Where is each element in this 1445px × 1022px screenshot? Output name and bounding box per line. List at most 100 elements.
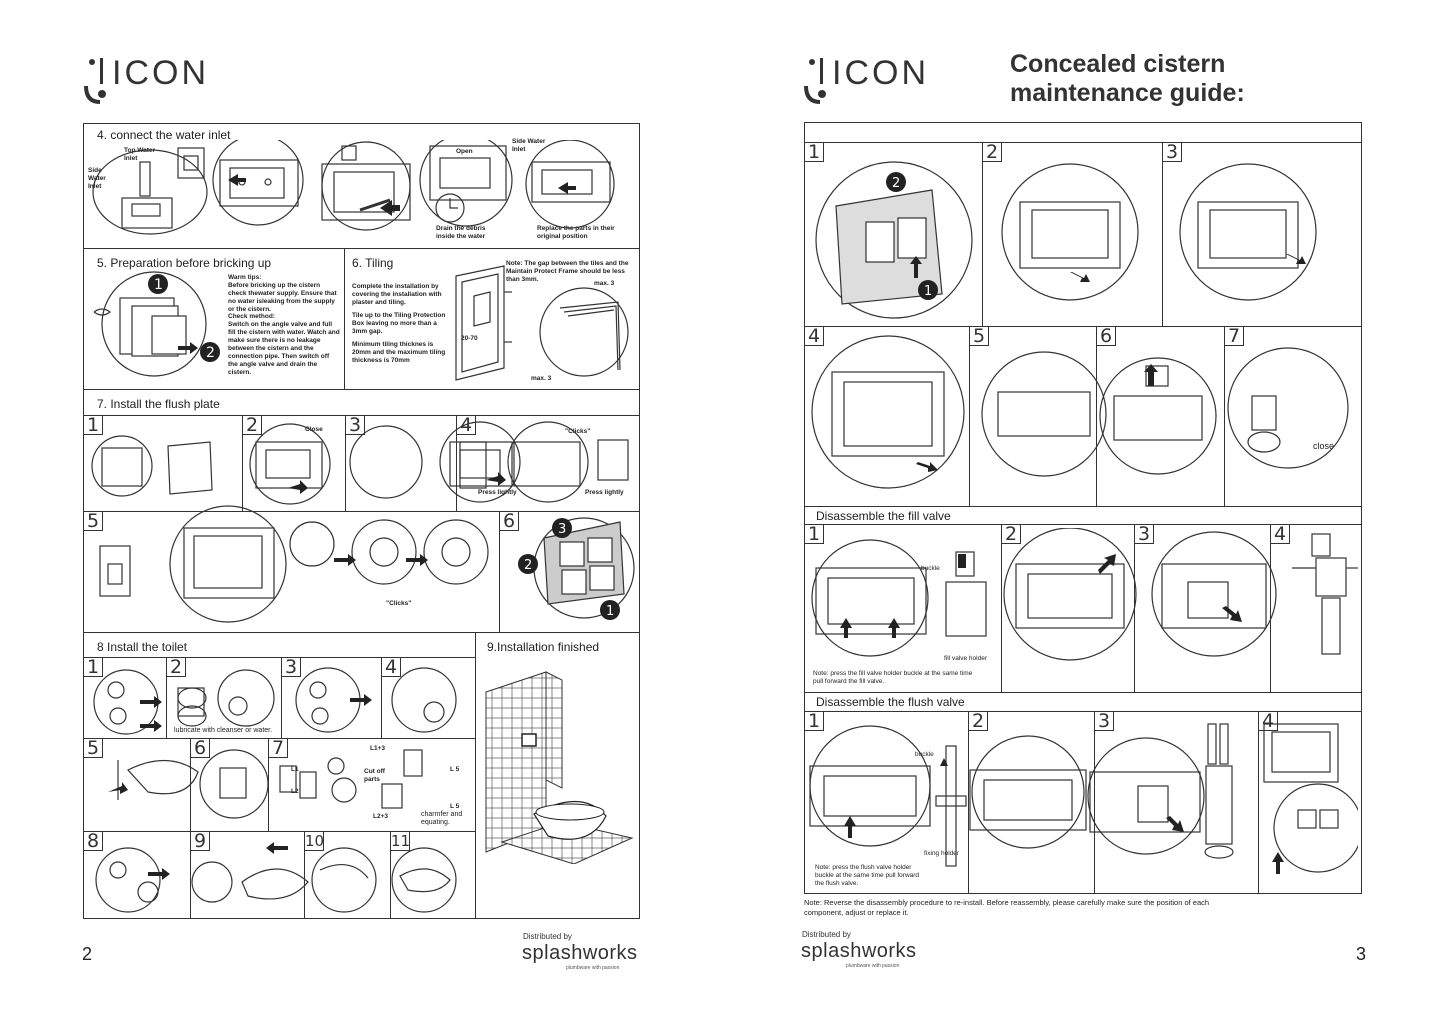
divider <box>83 389 640 390</box>
step-7-5-badge: 5 <box>83 511 103 531</box>
splashworks-tagline-left: plumbware with passion <box>566 965 620 971</box>
page-title-line-2: maintenance guide: <box>1010 79 1245 107</box>
divider <box>190 831 191 919</box>
svg-text:1: 1 <box>154 277 163 293</box>
svg-text:2: 2 <box>206 345 215 361</box>
divider <box>1224 326 1225 506</box>
icon-logo: ICON <box>82 50 242 110</box>
cut-off-label: Cut off parts <box>364 768 385 783</box>
tiling-range-label: 20-70 <box>461 335 478 342</box>
divider <box>804 506 1362 507</box>
splashworks-logo-right: splashworks <box>801 940 917 962</box>
warm-tips-label: Warm tips: <box>228 274 262 281</box>
divider <box>345 415 346 511</box>
divider <box>344 248 345 389</box>
maint-step-4-badge: 4 <box>804 326 824 346</box>
maint-step-3-badge: 3 <box>1162 142 1182 162</box>
divider <box>1258 711 1259 894</box>
fill-valve-title: Disassemble the fill valve <box>816 509 951 523</box>
flush-step-2-badge: 2 <box>968 711 988 731</box>
divider <box>499 511 500 632</box>
fixing-holder-label: fixing holder <box>924 850 960 857</box>
divider <box>475 632 476 919</box>
divider <box>982 142 983 326</box>
step-8-4-badge: 4 <box>381 657 401 677</box>
flush-step-1-badge: 1 <box>804 711 824 731</box>
l2-3-label: L2+3 <box>373 813 388 820</box>
tiling-note: Note: The gap between the tiles and the … <box>506 260 629 283</box>
step-8-9-badge: 9 <box>190 831 210 851</box>
toilet-install-illustrations <box>93 667 457 913</box>
divider <box>804 692 1362 693</box>
close-label: Close <box>305 426 323 433</box>
press-lightly-left-label: Press lightly <box>478 489 517 496</box>
divider <box>1270 524 1271 692</box>
section-4-title: 4. connect the water inlet <box>97 128 231 142</box>
l5-label-bottom: L 5 <box>450 803 460 810</box>
step-8-1-badge: 1 <box>83 657 103 677</box>
page-title: Concealed cistern maintenance guide: <box>1010 50 1245 108</box>
tiling-text-2: Tile up to the Tiling Protection Box lea… <box>352 312 446 335</box>
check-method-text: Switch on the angle valve and full fill … <box>228 321 340 376</box>
fill-step-4-badge: 4 <box>1270 524 1290 544</box>
flush-valve-illustrations <box>809 723 1358 874</box>
section-6-title: 6. Tiling <box>352 256 394 270</box>
left-page-number: 2 <box>82 944 93 964</box>
right-page: ICON Concealed cistern maintenance guide… <box>722 0 1444 1022</box>
fill-step-1-badge: 1 <box>804 524 824 544</box>
step-8-10-badge: 10 <box>304 831 325 851</box>
maintenance-steps-illustrations: 21 <box>811 161 1349 489</box>
tiling-text-1: Complete the installation by covering th… <box>352 283 442 306</box>
l1-3-label: L1+3 <box>370 745 385 752</box>
divider <box>242 415 243 511</box>
maint-step-6-badge: 6 <box>1096 326 1116 346</box>
divider <box>1094 711 1095 894</box>
step-7-3-badge: 3 <box>345 415 365 435</box>
divider <box>804 524 1362 525</box>
section-8-title: 8 Install the toilet <box>97 640 188 654</box>
side-water-inlet-label: Side Water Inlet <box>88 167 106 190</box>
right-page-number: 3 <box>1356 944 1367 964</box>
maint-step-5-badge: 5 <box>969 326 989 346</box>
bricking-illustration: 1 2 <box>93 271 220 377</box>
tiling-illustration <box>455 265 629 381</box>
page-title-line-1: Concealed cistern <box>1010 50 1226 78</box>
step-8-7-badge: 7 <box>268 738 288 758</box>
divider <box>166 657 167 738</box>
press-lightly-right-label: Press lightly <box>585 489 624 496</box>
svg-text:1: 1 <box>606 604 614 619</box>
svg-text:2: 2 <box>892 176 900 191</box>
open-label: Open <box>456 148 473 155</box>
side-water-inlet-right-label: Side Water Inlet <box>512 138 546 153</box>
section-5-title: 5. Preparation before bricking up <box>97 256 272 270</box>
step-8-6-badge: 6 <box>190 738 210 758</box>
section-7-title: 7. Install the flush plate <box>97 397 220 411</box>
step-7-2-badge: 2 <box>242 415 262 435</box>
step-8-5-badge: 5 <box>83 738 103 758</box>
svg-text:1: 1 <box>924 284 932 299</box>
divider <box>1001 524 1002 692</box>
fill-valve-note: Note: press the fill valve holder buckle… <box>813 670 973 685</box>
flush-valve-title: Disassemble the flush valve <box>816 695 965 709</box>
water-inlet-illustrations <box>92 140 615 235</box>
divider <box>83 831 475 832</box>
max3-bottom-label: max. 3 <box>531 375 552 382</box>
step-8-8-badge: 8 <box>83 831 103 851</box>
fill-valve-holder-label: fill valve holder <box>944 655 987 662</box>
drain-caption: Drain the debris inside the water <box>436 225 486 240</box>
fill-valve-illustrations <box>811 528 1358 661</box>
flush-buckle-label: buckle <box>915 751 934 758</box>
divider <box>804 142 1362 143</box>
divider <box>968 711 969 894</box>
maint-step-1-badge: 1 <box>804 142 824 162</box>
divider <box>804 326 1362 327</box>
logo-text: ICON <box>832 54 929 92</box>
check-method-label: Check method: <box>228 313 275 320</box>
fill-step-3-badge: 3 <box>1134 524 1154 544</box>
l5-label-top: L 5 <box>450 766 460 773</box>
maint-step-7-badge: 7 <box>1224 326 1244 346</box>
divider <box>969 326 970 506</box>
flush-valve-note: Note: press the flush valve holder buckl… <box>815 864 920 887</box>
max3-top-label: max. 3 <box>594 280 615 287</box>
step-8-11-badge: 11 <box>390 831 411 851</box>
